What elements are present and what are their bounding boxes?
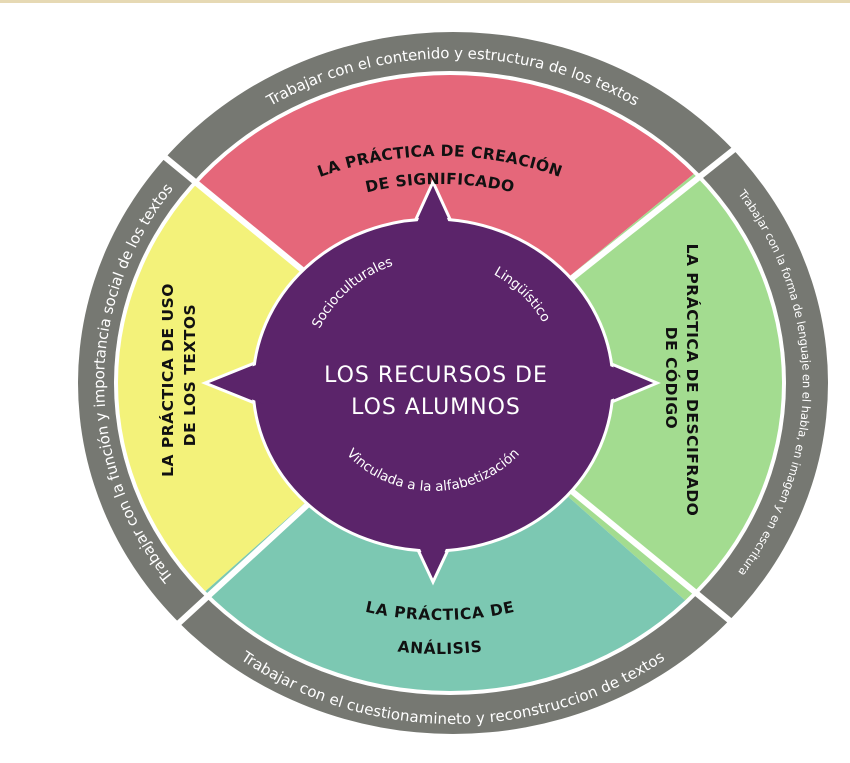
descifrado-label-line2: DE CÓDIGO xyxy=(662,327,681,429)
analisis-label-line2: ANÁLISIS xyxy=(397,638,483,658)
top-border xyxy=(0,0,850,3)
center-title-line2: LOS ALUMNOS xyxy=(351,395,521,420)
descifrado-label-line1: LA PRÁCTICA DE DESCIFRADO xyxy=(683,244,702,517)
uso-label-line1: LA PRÁCTICA DE USO xyxy=(158,283,177,477)
uso-label-line2: DE LOS TEXTOS xyxy=(181,304,199,446)
center-star-fill xyxy=(210,186,652,578)
center-title-line1: LOS RECURSOS DE xyxy=(324,363,548,388)
